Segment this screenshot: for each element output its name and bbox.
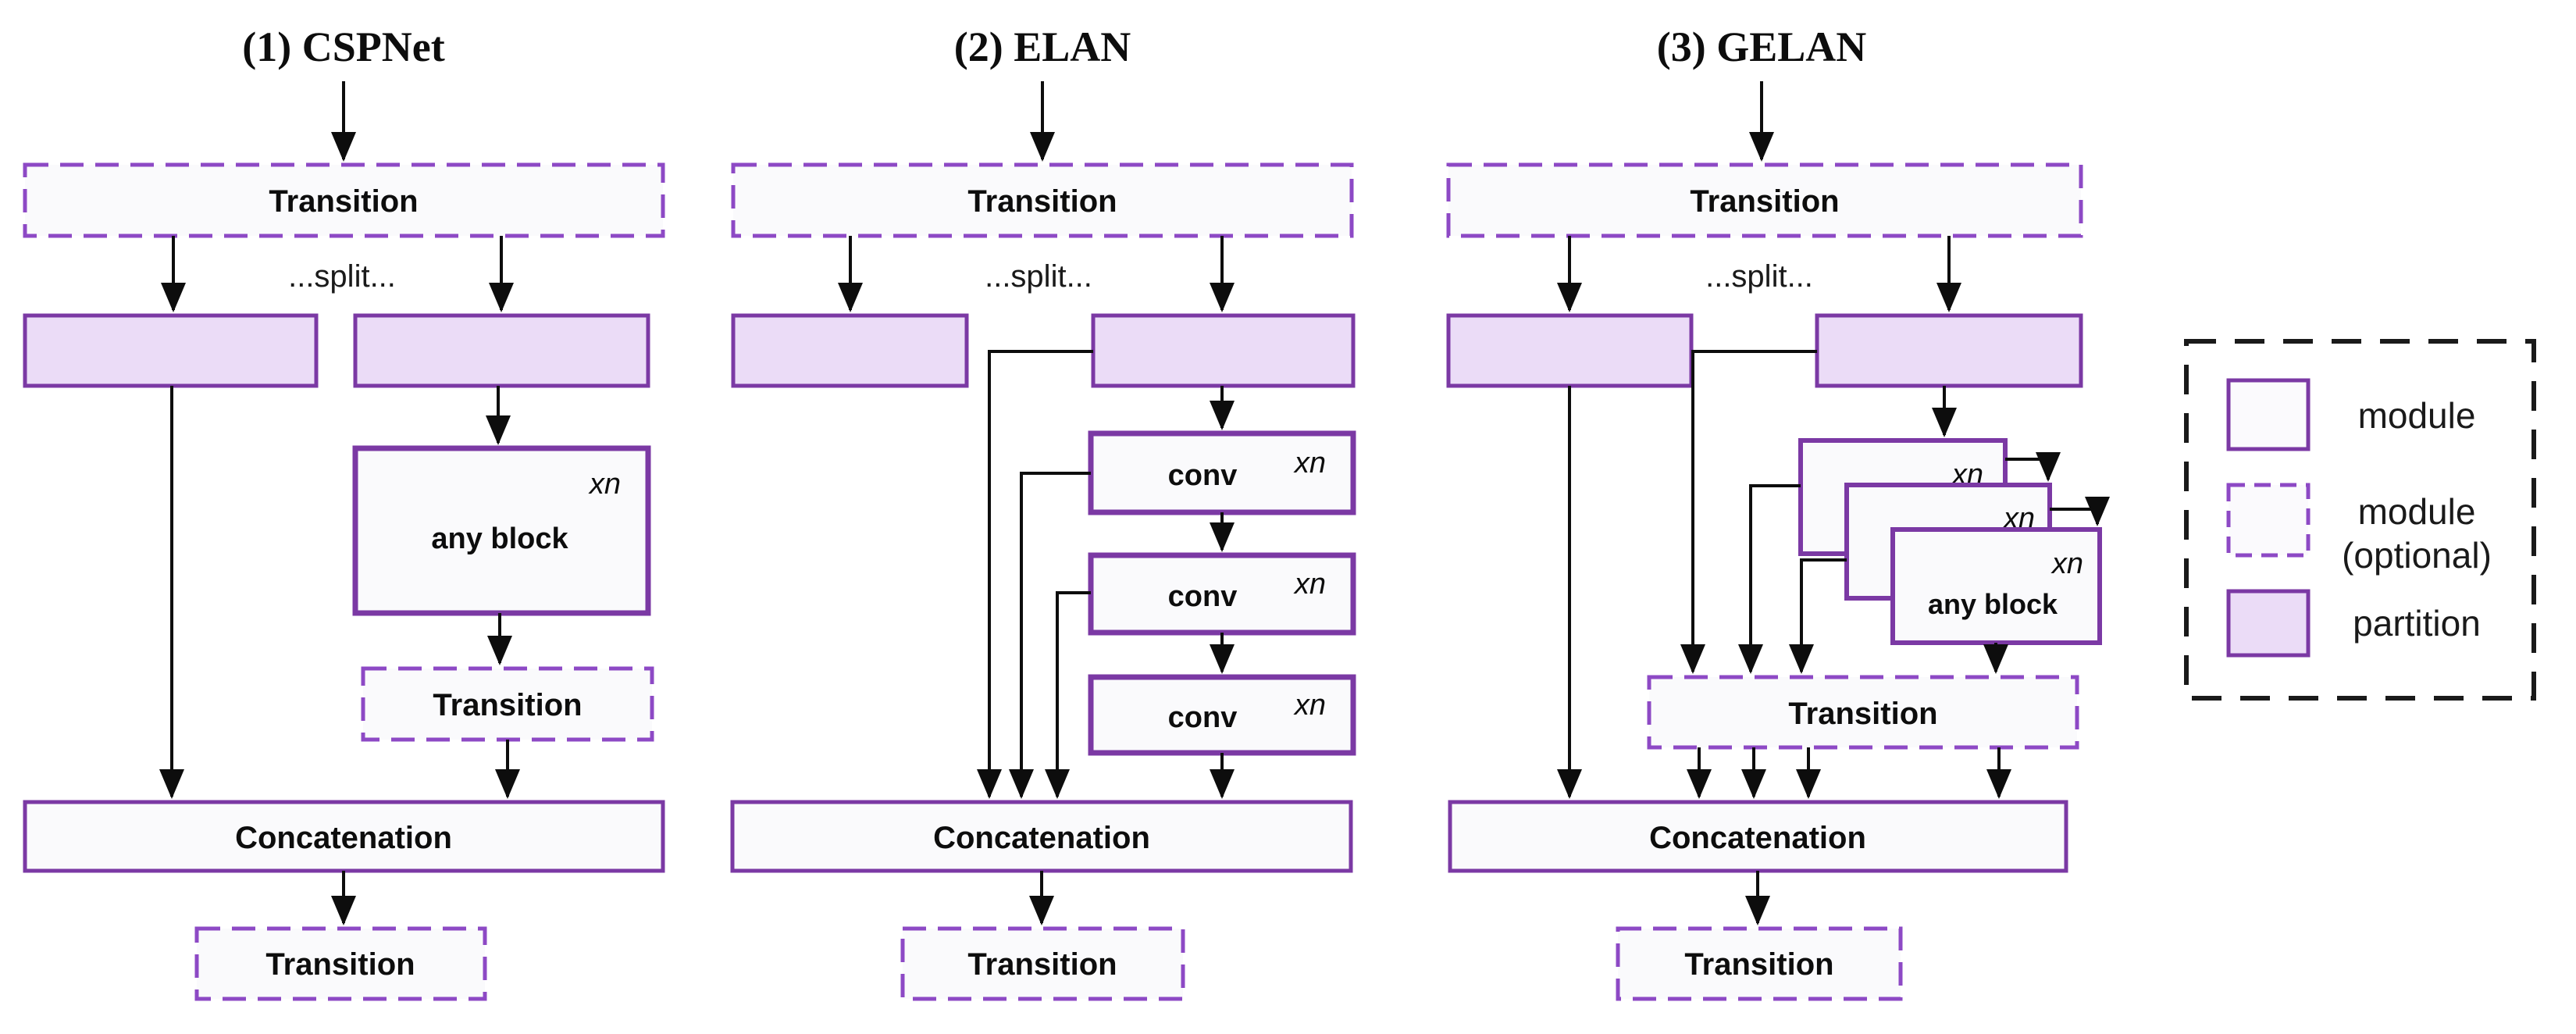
cspnet-any-block-xn: xn (588, 468, 621, 501)
legend-module-swatch (2226, 378, 2311, 451)
legend-frame (2184, 339, 2536, 701)
cspnet-transition-mid-label: Transition (433, 688, 582, 722)
elan-conv2-box (1088, 552, 1356, 636)
elan-conv3-xn: xn (1293, 689, 1326, 722)
gelan-block2-bypass-line (1789, 558, 1847, 674)
gelan-block3-label: any block (1928, 588, 2058, 620)
elan-conv1-label: conv (1168, 459, 1238, 492)
cspnet-transition-bottom-box (194, 926, 487, 1001)
elan-title: (2) ELAN (954, 23, 1131, 70)
elan-diagram: (2) ELAN Transition ...split... conv xn … (730, 23, 1356, 1001)
gelan-transition-mid-box (1647, 675, 2079, 750)
gelan-block3-xn: xn (2050, 547, 2083, 580)
elan-partition-left (731, 313, 969, 388)
elan-conv1-bypass-line (1009, 472, 1091, 799)
legend-module-optional-label-line2: (optional) (2342, 535, 2492, 576)
gelan-transition-bottom-box (1616, 926, 1903, 1001)
legend: module module (optional) partition (2184, 339, 2536, 701)
gelan-title: (3) GELAN (1657, 23, 1867, 70)
cspnet-title: (1) CSPNet (242, 23, 444, 70)
gelan-block1-to-block2-arrow (2005, 452, 2061, 482)
elan-partition-right (1091, 313, 1356, 388)
cspnet-any-block-box (352, 445, 651, 616)
elan-transition-top-box (731, 162, 1354, 238)
cspnet-transition-bottom-label: Transition (265, 947, 415, 982)
cspnet-split-label: ...split... (288, 259, 396, 294)
legend-module-optional-label-line1: module (2358, 491, 2476, 532)
gelan-transition-top-box (1446, 162, 2083, 238)
elan-concatenation-box (730, 800, 1353, 873)
gelan-partition-bypass-line (1680, 350, 1817, 674)
elan-transition-bottom-label: Transition (967, 947, 1117, 982)
cspnet-transition-mid-box (361, 666, 654, 742)
elan-conv2-bypass-line (1045, 591, 1091, 799)
gelan-split-label: ...split... (1705, 259, 1813, 294)
elan-conv1-xn: xn (1293, 447, 1326, 480)
gelan-block3-box (1890, 527, 2102, 645)
elan-conv3-label: conv (1168, 701, 1238, 734)
cspnet-diagram: (1) CSPNet Transition ...split... xn any… (23, 23, 665, 1001)
elan-transition-top-label: Transition (967, 184, 1117, 219)
legend-module-label: module (2358, 395, 2476, 436)
cspnet-any-block-label: any block (431, 522, 568, 555)
legend-module-optional-swatch (2226, 483, 2311, 558)
elan-conv2-label: conv (1168, 580, 1238, 613)
gelan-partition-right (1815, 313, 2083, 388)
cspnet-concatenation-label: Concatenation (235, 821, 452, 855)
gelan-partition-left (1446, 313, 1694, 388)
cspnet-transition-top-box (23, 162, 665, 238)
cspnet-partition-left (23, 313, 319, 388)
gelan-block1-bypass-line (1738, 484, 1801, 674)
cspnet-transition-top-label: Transition (269, 184, 418, 219)
elan-split-label: ...split... (985, 259, 1092, 294)
gelan-transition-bottom-label: Transition (1684, 947, 1833, 982)
gelan-transition-top-label: Transition (1690, 184, 1839, 219)
elan-concatenation-label: Concatenation (933, 821, 1150, 855)
gelan-diagram: (3) GELAN Transition ...split... xn xn x… (1446, 23, 2110, 1001)
elan-conv2-xn: xn (1293, 568, 1326, 601)
gelan-concatenation-label: Concatenation (1649, 821, 1866, 855)
legend-partition-swatch (2226, 589, 2311, 658)
elan-partition-bypass-line (977, 350, 1093, 799)
gelan-concatenation-box (1448, 800, 2068, 873)
elan-transition-bottom-box (900, 926, 1185, 1001)
cspnet-partition-right (353, 313, 650, 388)
gelan-block2-to-block3-arrow (2050, 497, 2110, 526)
gelan-transition-mid-label: Transition (1788, 697, 1937, 731)
legend-partition-label: partition (2353, 603, 2481, 644)
